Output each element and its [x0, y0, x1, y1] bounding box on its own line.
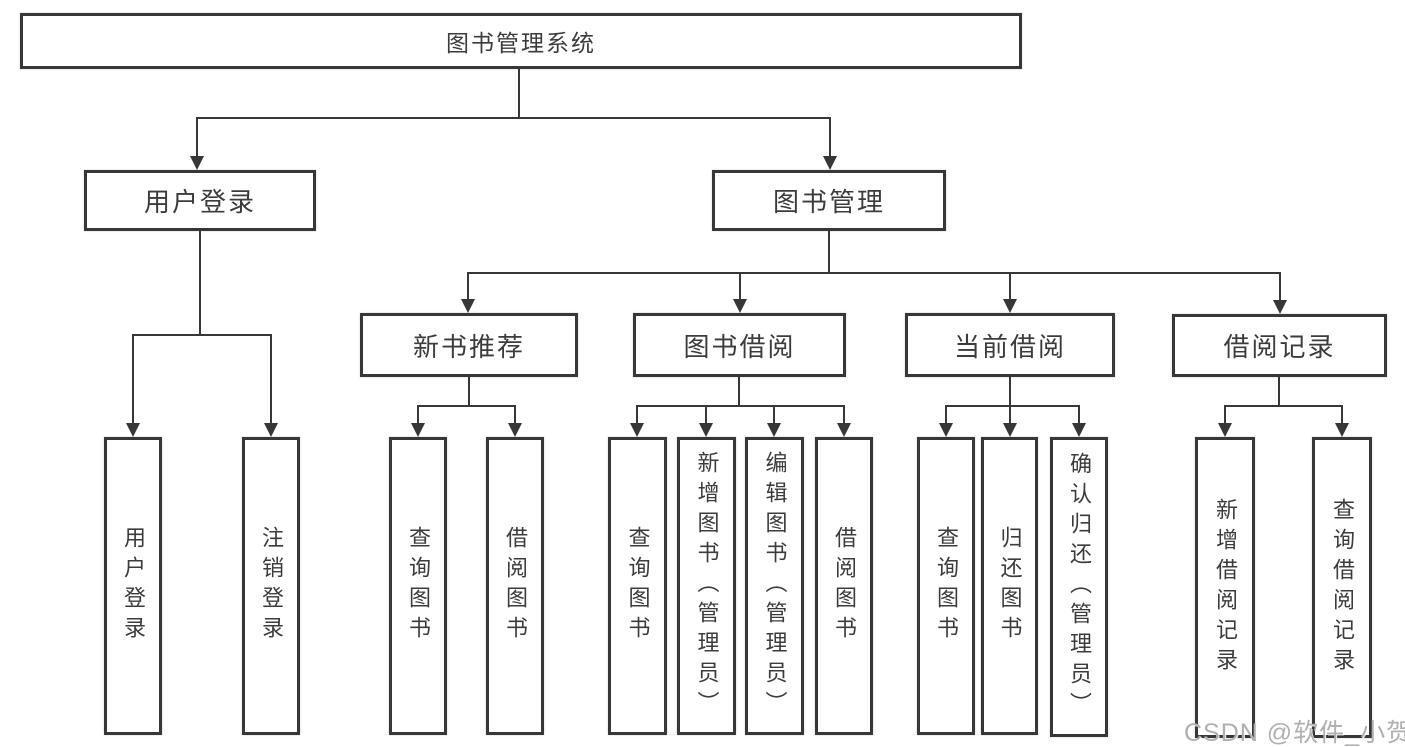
arrowhead-down-icon: [630, 423, 644, 437]
arrowhead-down-icon: [939, 423, 953, 437]
edge-line: [196, 117, 831, 119]
arrowhead-down-icon: [1335, 423, 1349, 437]
leaf-query-books-recommend: 查询图书: [389, 437, 447, 735]
leaf-borrow-books-2: 借阅图书: [815, 437, 873, 735]
edge-line: [1224, 405, 1343, 407]
edge-line: [1009, 377, 1011, 407]
edge-line: [773, 406, 775, 425]
arrowhead-down-icon: [767, 423, 781, 437]
leaf-logout: 注销登录: [242, 437, 300, 735]
edge-line: [518, 69, 520, 118]
leaf-add-book-admin: 新增图书（管理员）: [677, 437, 736, 735]
edge-line: [1341, 406, 1343, 425]
edge-line: [945, 405, 1080, 407]
leaf-edit-book-admin: 编辑图书（管理员）: [745, 437, 804, 735]
edge-line: [196, 118, 198, 157]
edge-line: [1078, 406, 1080, 425]
leaf-borrow-books-recommend: 借阅图书: [486, 437, 544, 735]
edge-line: [132, 334, 272, 336]
leaf-user-login: 用户登录: [104, 437, 162, 735]
leaf-add-borrow-record: 新增借阅记录: [1195, 437, 1255, 738]
node-library-management-system: 图书管理系统: [20, 13, 1022, 69]
arrowhead-down-icon: [1003, 423, 1017, 437]
edge-line: [1009, 273, 1011, 301]
edge-line: [417, 405, 516, 407]
edge-line: [270, 335, 272, 424]
arrowhead-down-icon: [733, 299, 747, 313]
leaf-query-borrow-record: 查询借阅记录: [1312, 437, 1372, 738]
leaf-confirm-return-admin: 确认归还（管理员）: [1050, 437, 1108, 737]
edge-line: [705, 406, 707, 425]
arrowhead-down-icon: [823, 156, 837, 170]
node-current-borrow: 当前借阅: [905, 313, 1115, 377]
arrowhead-down-icon: [461, 299, 475, 313]
edge-line: [636, 405, 845, 407]
watermark: CSDN @软件_小贺同学: [1184, 719, 1405, 747]
node-new-book-recommend: 新书推荐: [360, 313, 578, 377]
edge-line: [843, 406, 845, 425]
edge-line: [417, 406, 419, 425]
arrowhead-down-icon: [1003, 299, 1017, 313]
arrowhead-down-icon: [699, 423, 713, 437]
arrowhead-down-icon: [837, 423, 851, 437]
leaf-query-books-current: 查询图书: [917, 437, 975, 735]
edge-line: [829, 118, 831, 157]
edge-line: [945, 406, 947, 425]
node-book-management: 图书管理: [712, 170, 946, 231]
arrowhead-down-icon: [190, 156, 204, 170]
edge-line: [1279, 273, 1281, 302]
edge-line: [467, 273, 469, 301]
arrowhead-down-icon: [1218, 423, 1232, 437]
edge-line: [514, 406, 516, 425]
edge-line: [738, 377, 740, 407]
edge-line: [199, 231, 201, 336]
node-book-borrow: 图书借阅: [633, 313, 846, 377]
node-user-login-branch: 用户登录: [84, 170, 316, 231]
edge-line: [1278, 377, 1280, 407]
arrowhead-down-icon: [1072, 423, 1086, 437]
edge-line: [828, 231, 830, 273]
arrowhead-down-icon: [508, 423, 522, 437]
arrowhead-down-icon: [126, 423, 140, 437]
arrowhead-down-icon: [264, 423, 278, 437]
edge-line: [1224, 406, 1226, 425]
leaf-return-book: 归还图书: [981, 437, 1038, 735]
edge-line: [467, 272, 1281, 274]
arrowhead-down-icon: [1273, 300, 1287, 314]
edge-line: [132, 335, 134, 424]
edge-line: [468, 377, 470, 407]
edge-line: [739, 273, 741, 301]
leaf-query-books-borrow: 查询图书: [608, 437, 667, 735]
edge-line: [1009, 406, 1011, 425]
edge-line: [636, 406, 638, 425]
arrowhead-down-icon: [411, 423, 425, 437]
node-borrow-records: 借阅记录: [1172, 314, 1387, 377]
